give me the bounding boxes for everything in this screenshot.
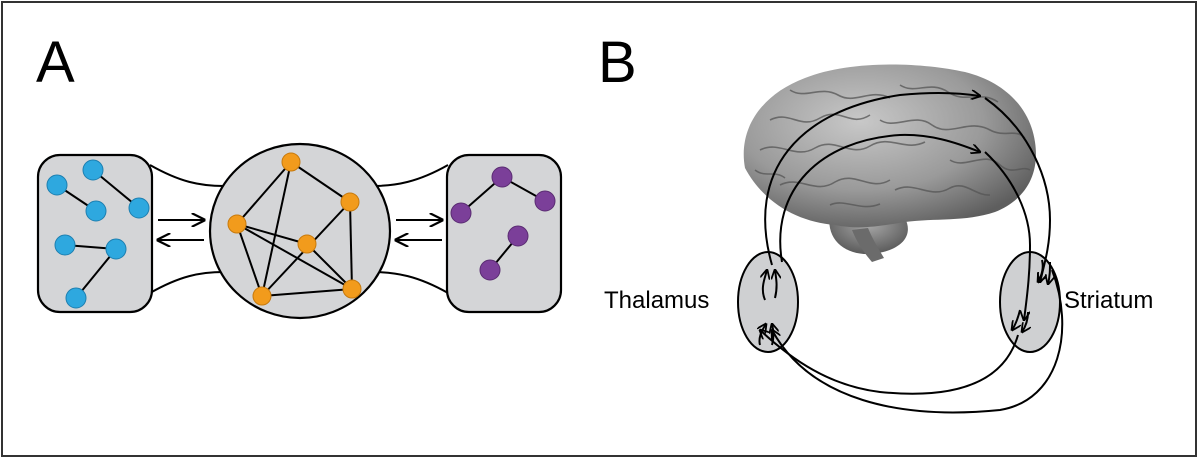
- striatum-arrow-3: [1012, 309, 1020, 330]
- pathway-thalamus-cortex-inner: [779, 133, 980, 263]
- brain-brainstem: [852, 228, 884, 262]
- pathway-cortex-striatum-inner: [984, 151, 1032, 320]
- node-blue: [54, 234, 76, 256]
- striatum-arrow-1: [1038, 259, 1043, 282]
- node-blue: [82, 159, 104, 181]
- panel-label-b: B: [598, 30, 637, 95]
- node-purple: [479, 259, 501, 281]
- cortico-basal-loops: [759, 93, 1064, 414]
- orange-nodes: [227, 152, 362, 306]
- pathway-striatum-thalamus-inner: [760, 330, 1019, 395]
- brain-image: [743, 64, 1036, 262]
- node-purple: [450, 202, 472, 224]
- thalamus-arrow-3: [759, 324, 766, 346]
- striatum-arrow-2: [1048, 261, 1050, 284]
- node-blue: [105, 238, 127, 260]
- node-orange: [281, 152, 301, 172]
- node-blue: [46, 174, 68, 196]
- node-orange: [342, 279, 362, 299]
- panel-label-a: A: [36, 30, 75, 95]
- node-orange: [252, 286, 272, 306]
- node-orange: [297, 234, 317, 254]
- node-orange: [227, 214, 247, 234]
- node-purple: [507, 225, 529, 247]
- thalamus-arrow-2: [775, 270, 777, 299]
- purple-nodes: [450, 166, 556, 281]
- blue-nodes: [46, 159, 150, 309]
- node-blue: [85, 200, 107, 222]
- node-orange: [340, 192, 360, 212]
- striatum-label: Striatum: [1064, 287, 1154, 314]
- thalamus-arrow-1: [763, 270, 767, 301]
- node-purple: [534, 190, 556, 212]
- panel-a: [36, 142, 563, 320]
- thalamus-label: Thalamus: [604, 287, 710, 314]
- panel-b: [737, 64, 1064, 414]
- pathway-cortex-striatum-outer: [984, 97, 1052, 282]
- pathway-thalamus-cortex-outer: [764, 93, 980, 266]
- node-purple: [491, 166, 513, 188]
- thalamus-arrow-4: [772, 324, 774, 346]
- striatum-arrow-4: [1022, 311, 1028, 332]
- node-blue: [65, 287, 87, 309]
- node-blue: [128, 197, 150, 219]
- pathway-striatum-thalamus-outer: [772, 269, 1064, 414]
- orange-network: [236, 161, 353, 297]
